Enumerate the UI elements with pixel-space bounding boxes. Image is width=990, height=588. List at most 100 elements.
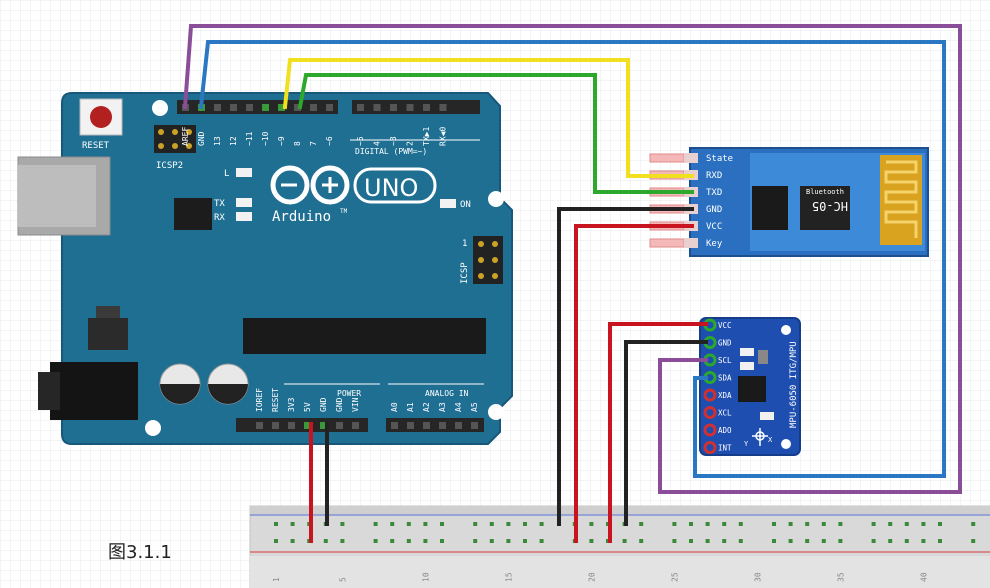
digital-pin-label: AREF xyxy=(181,127,190,146)
led-rx-label: RX xyxy=(214,213,225,223)
logo-brand: Arduino xyxy=(272,209,331,225)
digital-pin-label: 8 xyxy=(293,141,302,146)
wire-yellow-d11 xyxy=(282,58,694,178)
digital-pin-label: 13 xyxy=(213,136,222,146)
wire-black-mpu-gnd xyxy=(624,340,708,526)
wire-black-hc05-gnd xyxy=(557,207,694,526)
digital-pin-hole xyxy=(390,104,397,111)
breadboard-column-number: 25 xyxy=(670,572,679,582)
power-pin-hole xyxy=(320,422,327,429)
breadboard-holes xyxy=(274,522,976,543)
digital-pin-label: ~11 xyxy=(245,131,254,146)
figure-caption: 图3.1.1 xyxy=(108,542,172,563)
reset-label: RESET xyxy=(82,141,110,151)
wires xyxy=(182,24,962,543)
hc05-pin-leg xyxy=(649,238,685,248)
analog-pin-label: A3 xyxy=(438,402,447,412)
icsp-label: ICSP xyxy=(460,262,470,284)
digital-pin-hole xyxy=(326,104,333,111)
mpu-pin-pad xyxy=(703,406,717,419)
hc05-model: HC-05 xyxy=(812,199,848,213)
digital-pin-hole xyxy=(439,104,447,111)
mpu-pin-label: SCL xyxy=(718,356,732,365)
breadboard-column-number: 5 xyxy=(338,577,347,582)
analog-pin-label: A4 xyxy=(454,402,463,412)
voltage-regulator xyxy=(88,318,128,350)
hc05-brand: Bluetooth xyxy=(806,188,844,196)
power-pin-label: GND xyxy=(319,397,328,412)
hc05-pin-label: GND xyxy=(706,205,722,215)
reset-button-cap[interactable] xyxy=(90,106,112,128)
analog-pin-hole xyxy=(391,422,398,429)
digital-pin-label: ~3 xyxy=(389,136,398,146)
breadboard-column-number: 10 xyxy=(421,572,430,582)
digital-pin-label: ~9 xyxy=(277,136,286,146)
atmega-chip xyxy=(243,318,486,354)
led-tx xyxy=(236,198,252,207)
analog-pin-label: A1 xyxy=(406,402,415,412)
digital-pin-label: 4 xyxy=(373,141,382,146)
analog-pin-hole xyxy=(423,422,430,429)
icsp-header xyxy=(473,236,503,284)
mpu-chip xyxy=(738,376,766,402)
digital-pin-hole xyxy=(357,104,364,111)
hc05-pin-label: State xyxy=(706,154,733,164)
breadboard-column-number: 40 xyxy=(919,572,928,582)
digital-pin-label: ~5 xyxy=(356,136,365,146)
power-pin-hole xyxy=(288,422,295,429)
power-pin-label: RESET xyxy=(271,388,280,412)
logo-trademark: TM xyxy=(340,208,348,215)
power-pin-label: 5V xyxy=(303,402,312,412)
digital-pin-hole xyxy=(310,104,317,111)
hc05-chip xyxy=(752,186,788,230)
power-label: POWER xyxy=(337,389,361,398)
digital-pin-label: 2 xyxy=(406,141,415,146)
logo-model: UNO xyxy=(364,174,418,202)
power-pin-hole xyxy=(352,422,359,429)
digital-pin-label: ~6 xyxy=(325,136,334,146)
led-on xyxy=(440,199,456,208)
analog-pin-hole xyxy=(471,422,478,429)
hc05-pin-label: RXD xyxy=(706,171,722,181)
capacitor-2 xyxy=(207,363,249,405)
wire-red-hc05-vcc xyxy=(574,224,694,543)
power-jack xyxy=(50,362,138,420)
led-l-label: L xyxy=(224,169,229,179)
power-pin-hole xyxy=(336,422,343,429)
analog-pin-label: A2 xyxy=(422,402,431,412)
breadboard-column-number: 30 xyxy=(753,572,762,582)
digital-pin-hole xyxy=(423,104,430,111)
digital-pin-label: ~10 xyxy=(261,131,270,146)
analog-pin-label: A0 xyxy=(390,402,399,412)
icsp2-label: ICSP2 xyxy=(156,161,183,171)
mpu-pin-label: SDA xyxy=(718,374,732,383)
capacitor-1 xyxy=(159,363,201,405)
digital-pin-hole xyxy=(246,104,253,111)
breadboard-column-number: 15 xyxy=(504,572,513,582)
digital-pin-label: GND xyxy=(197,131,206,146)
wire-blue-gnd xyxy=(198,40,946,478)
arduino-logo xyxy=(270,165,350,205)
mpu-axis-icon xyxy=(752,428,768,446)
mpu-pin-label: GND xyxy=(718,339,732,348)
hc05-antenna xyxy=(880,155,922,245)
analog-pin-hole xyxy=(455,422,462,429)
digital-pin-hole xyxy=(406,104,414,111)
led-l xyxy=(236,168,252,177)
power-pin-label: GND xyxy=(335,397,344,412)
power-pin-label: IOREF xyxy=(255,388,264,412)
led-on-label: ON xyxy=(460,200,471,210)
mpu-pin-pad xyxy=(703,441,717,454)
mpu-pin-label: ADO xyxy=(718,426,732,435)
icsp-pin1-label: 1 xyxy=(462,239,467,249)
digital-label: DIGITAL (PWM=~) xyxy=(355,147,427,156)
wire-red-mpu-vcc xyxy=(608,322,708,543)
power-pin-hole xyxy=(272,422,279,429)
digital-pin-label: RX◀0 xyxy=(439,127,448,146)
usb-chip xyxy=(174,198,212,230)
